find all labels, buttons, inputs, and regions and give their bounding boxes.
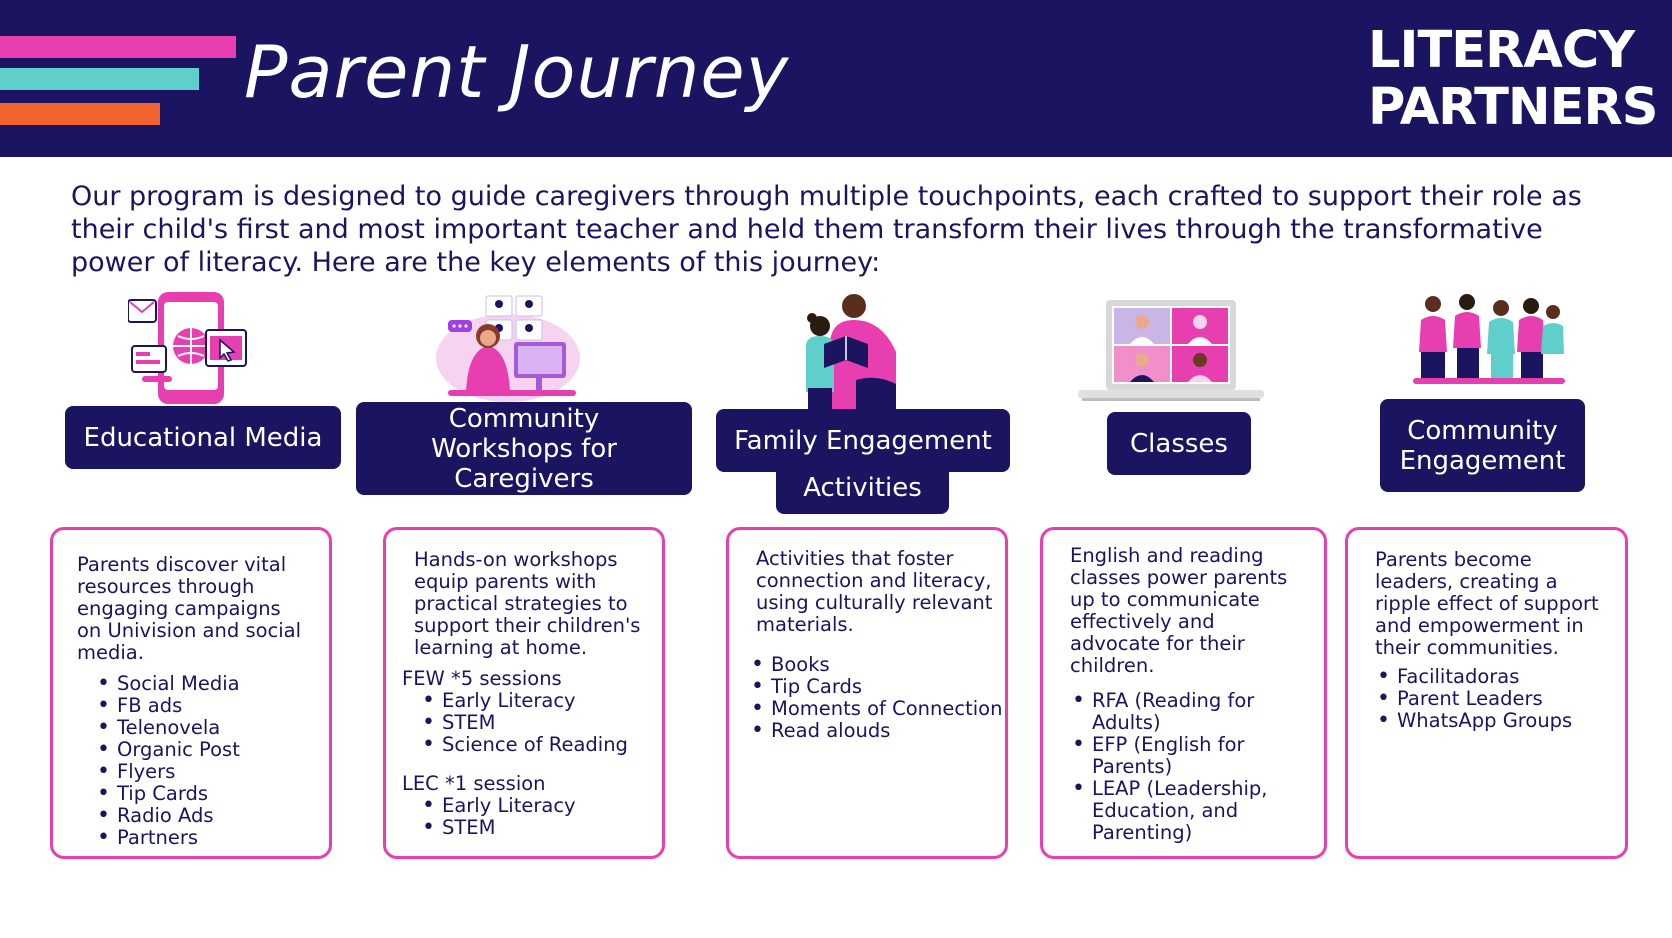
- list-item: STEM: [420, 817, 576, 840]
- list-item: WhatsApp Groups: [1375, 710, 1572, 733]
- video-workshop-icon: [436, 295, 580, 402]
- card-community-engagement: Parents become leaders, creating a rippl…: [1345, 527, 1628, 859]
- digital-media-icon: [128, 292, 247, 404]
- list-item: Read alouds: [749, 720, 1002, 743]
- heading-classes: Classes: [1107, 412, 1251, 475]
- bullet-list: Social Media FB ads Telenovela Organic P…: [95, 673, 240, 850]
- group-label: FEW *5 sessions: [402, 667, 562, 690]
- heading-family-engagement: Family Engagement: [716, 409, 1010, 472]
- list-item: Telenovela: [95, 717, 240, 740]
- card-description: Parents become leaders, creating a rippl…: [1375, 548, 1599, 659]
- card-educational-media: Parents discover vital resources through…: [50, 527, 332, 859]
- list-item: Organic Post: [95, 739, 240, 762]
- workshop-group-lec: LEC *1 session Early Literacy STEM: [402, 772, 576, 840]
- list-item: EFP (English for Parents): [1070, 734, 1270, 778]
- heading-classes-text: Classes: [1130, 428, 1228, 459]
- list-item: Moments of Connection: [749, 698, 1002, 721]
- card-description: Parents discover vital resources through…: [77, 553, 302, 664]
- card-family-engagement: Activities that foster connection and li…: [726, 527, 1008, 859]
- bullet-list: Early Literacy STEM: [420, 795, 576, 840]
- list-item: Radio Ads: [95, 805, 240, 828]
- pink-stripe: [0, 36, 236, 58]
- community-group-icon: [1413, 294, 1565, 384]
- bullet-list: Books Tip Cards Moments of Connection Re…: [749, 654, 1002, 743]
- list-item: RFA (Reading for Adults): [1070, 690, 1270, 734]
- logo-line-2: PARTNERS: [1368, 78, 1658, 137]
- list-item: STEM: [420, 712, 628, 735]
- list-item: Parent Leaders: [1375, 688, 1572, 711]
- list-item: LEAP (Leadership, Education, and Parenti…: [1070, 778, 1270, 844]
- list-item: Partners: [95, 827, 240, 850]
- heading-community-workshops: Community Workshops for Caregivers: [356, 402, 692, 495]
- teal-stripe: [0, 68, 199, 90]
- card-description: Activities that foster connection and li…: [756, 547, 993, 636]
- workshop-group-few: FEW *5 sessions Early Literacy STEM Scie…: [402, 667, 628, 757]
- bullet-list: Facilitadoras Parent Leaders WhatsApp Gr…: [1375, 666, 1572, 733]
- literacy-partners-logo: LITERACY PARTNERS: [1368, 21, 1658, 137]
- heading-family-engagement-tab: Activities: [776, 462, 949, 514]
- logo-line-1: LITERACY: [1368, 21, 1635, 80]
- heading-community-engagement-text: Community Engagement: [1399, 415, 1566, 476]
- list-item: FB ads: [95, 695, 240, 718]
- orange-stripe: [0, 103, 160, 125]
- heading-family-engagement-line2: Activities: [803, 473, 922, 503]
- page-title: Parent Journey: [244, 30, 790, 114]
- group-label: LEC *1 session: [402, 772, 546, 795]
- intro-paragraph: Our program is designed to guide caregiv…: [71, 181, 1582, 278]
- card-description: Hands-on workshops equip parents with pr…: [414, 548, 641, 659]
- list-item: Early Literacy: [420, 795, 576, 818]
- list-item: Tip Cards: [749, 676, 1002, 699]
- list-item: Science of Reading: [420, 734, 628, 757]
- heading-community-workshops-text: Community Workshops for Caregivers: [431, 403, 617, 494]
- bullet-list: Early Literacy STEM Science of Reading: [420, 690, 628, 757]
- list-item: Flyers: [95, 761, 240, 784]
- parent-reading-icon: [806, 294, 896, 410]
- list-item: Books: [749, 654, 1002, 677]
- header-banner: Parent Journey LITERACY PARTNERS: [0, 0, 1672, 157]
- heading-family-engagement-line1: Family Engagement: [734, 425, 992, 456]
- list-item: Early Literacy: [420, 690, 628, 713]
- card-description: English and reading classes power parent…: [1070, 544, 1288, 677]
- list-item: Social Media: [95, 673, 240, 696]
- heading-community-engagement: Community Engagement: [1380, 399, 1585, 492]
- list-item: Tip Cards: [95, 783, 240, 806]
- laptop-video-call-icon: [1078, 300, 1264, 401]
- heading-educational-media-text: Educational Media: [83, 422, 323, 453]
- card-community-workshops: Hands-on workshops equip parents with pr…: [383, 527, 665, 859]
- bullet-list: RFA (Reading for Adults) EFP (English fo…: [1070, 690, 1270, 844]
- heading-educational-media: Educational Media: [65, 406, 341, 469]
- card-classes: English and reading classes power parent…: [1040, 527, 1327, 859]
- list-item: Facilitadoras: [1375, 666, 1572, 689]
